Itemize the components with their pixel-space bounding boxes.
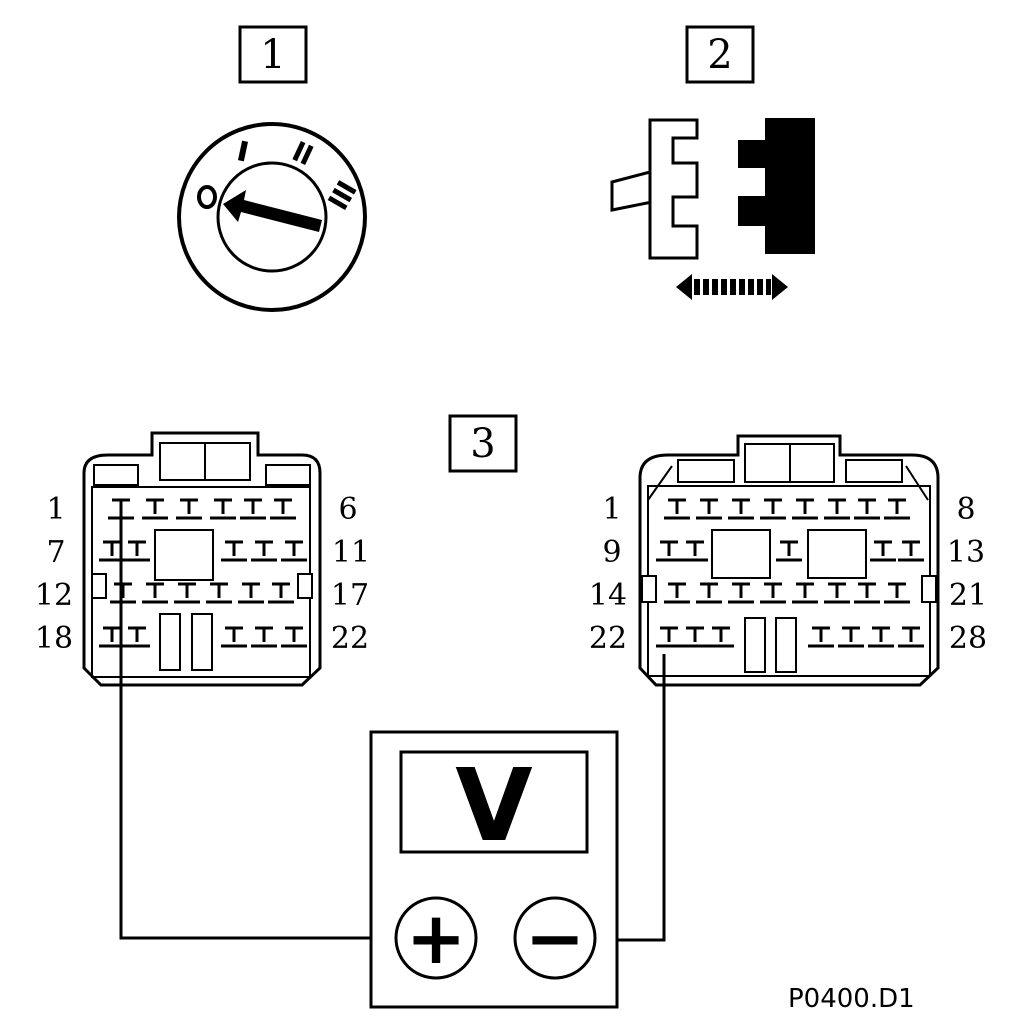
- pin-label: 13: [947, 535, 985, 570]
- voltmeter-display-letter: V: [455, 747, 532, 864]
- double-arrow-icon: [676, 274, 788, 300]
- ignition-position-off: [197, 185, 217, 209]
- left-connector-pins: [99, 498, 307, 648]
- connector-22-pin: [82, 431, 322, 687]
- step-2-label: 2: [685, 25, 755, 84]
- left-connector-labels: 1 7 12 18 6 11 17 22: [35, 492, 370, 656]
- pin-label: 7: [46, 535, 65, 570]
- step-2-number: 2: [707, 32, 732, 78]
- ignition-position-ii: [292, 140, 314, 166]
- positive-lead: [119, 500, 395, 940]
- pin-label: 18: [35, 621, 73, 656]
- pin-label: 22: [331, 621, 369, 656]
- positive-terminal: +: [394, 896, 478, 980]
- right-connector-labels: 1 9 14 22 8 13 21 28: [589, 492, 987, 656]
- pin-label: 11: [332, 535, 370, 570]
- pin-label: 9: [602, 535, 621, 570]
- pin-label: 8: [956, 492, 975, 527]
- figure-reference-code: P0400.D1: [788, 984, 915, 1014]
- ignition-position-iii: [327, 180, 357, 211]
- voltmeter: V + −: [369, 730, 619, 1009]
- pin-label: 1: [602, 492, 621, 527]
- ignition-position-i: [237, 140, 249, 162]
- ignition-switch-icon: [177, 122, 367, 312]
- step-1-number: 1: [260, 32, 285, 78]
- pin-label: 1: [46, 492, 65, 527]
- pin-label: 28: [949, 621, 987, 656]
- connector-disconnect-icon: [610, 118, 815, 300]
- negative-terminal: −: [513, 896, 597, 980]
- pin-label: 6: [338, 492, 357, 527]
- pin-label: 17: [331, 578, 369, 613]
- pin-label: 12: [35, 578, 73, 613]
- step-1-label: 1: [238, 25, 308, 84]
- step-3-number: 3: [470, 421, 495, 467]
- pin-label: 21: [949, 578, 987, 613]
- negative-lead: [597, 654, 666, 942]
- step-3-label: 3: [448, 414, 518, 473]
- pin-label: 22: [589, 621, 627, 656]
- minus-icon: −: [525, 896, 585, 980]
- voltmeter-display: [399, 750, 589, 854]
- right-connector-pins: [656, 498, 924, 648]
- connector-28-pin: [638, 434, 940, 687]
- pin-label: 14: [589, 578, 627, 613]
- plus-icon: +: [406, 896, 466, 980]
- test-leads: [119, 500, 666, 942]
